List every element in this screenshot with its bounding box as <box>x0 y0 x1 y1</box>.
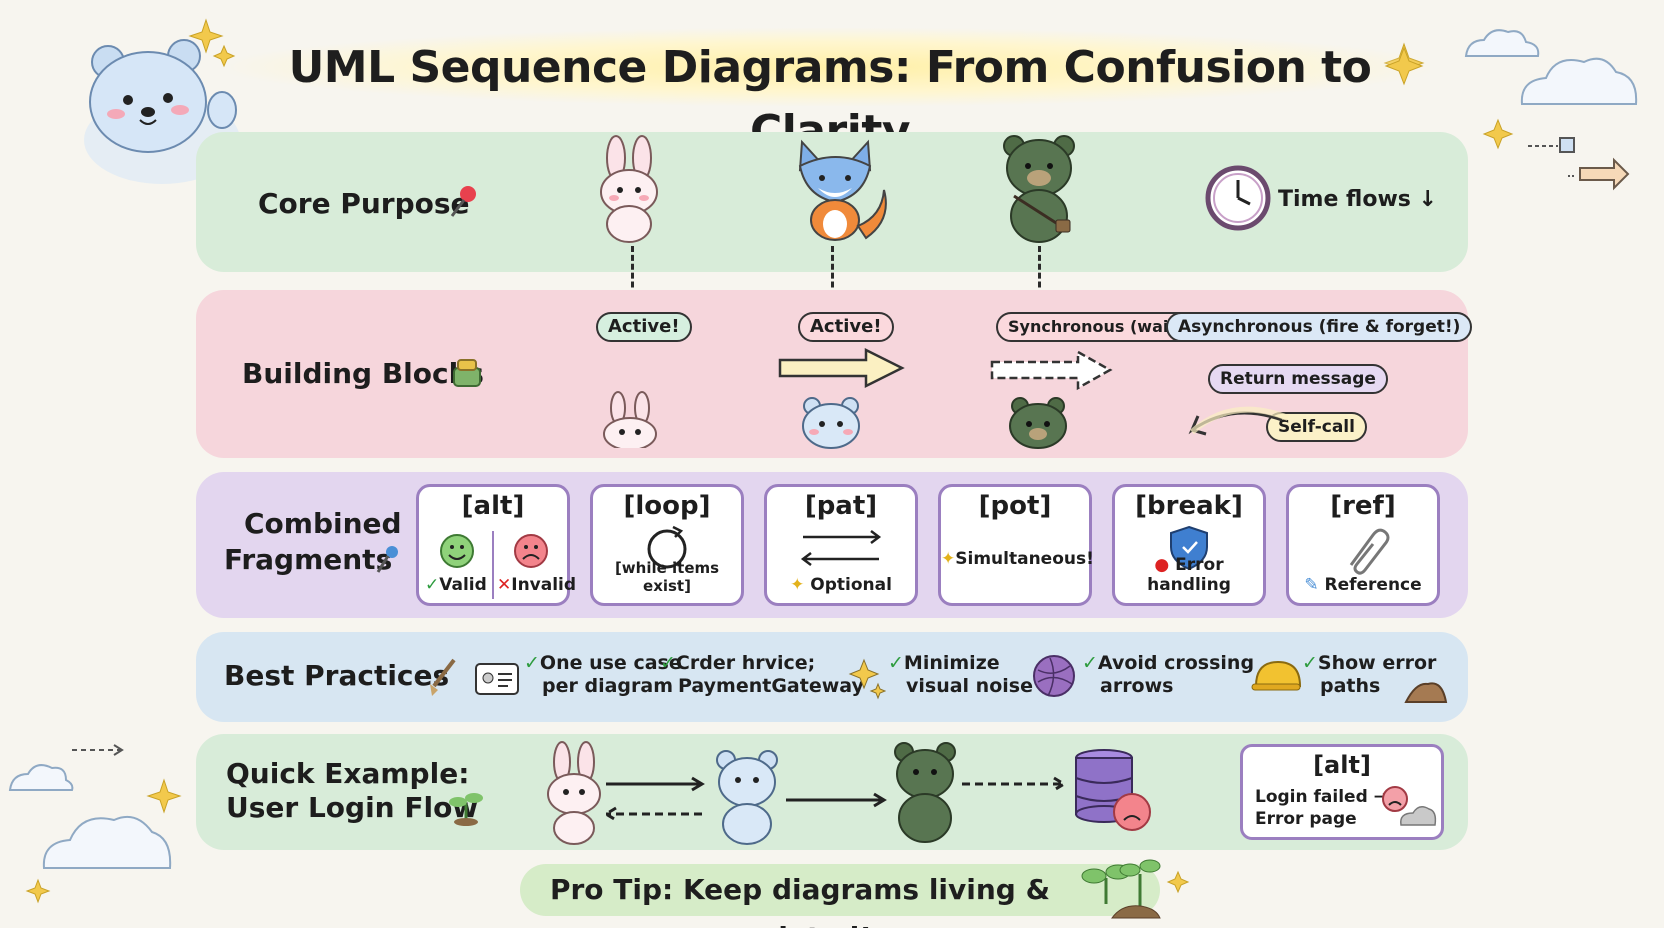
clock-icon <box>1205 165 1271 231</box>
fragment-pot-sub: Simultaneous! <box>955 549 1094 569</box>
combined-fragments-label-1: Combined <box>244 507 402 540</box>
fragment-alt-valid: Valid <box>439 575 487 595</box>
sparkle-icon <box>1384 46 1424 86</box>
bear-character <box>1003 135 1075 243</box>
fragment-ref-sub: Reference <box>1324 575 1422 595</box>
alt-login-failed-box: [alt] Login failed → Error page <box>1240 744 1444 840</box>
message-arrows <box>778 347 1290 436</box>
fragment-pat-sub: Optional <box>810 575 892 595</box>
practice-item-3: ✓Minimize visual noise <box>888 652 1033 697</box>
paperclip-icon <box>1349 528 1390 575</box>
fragment-break: [break] ● Error handling <box>1112 484 1266 606</box>
fragment-loop-sub: [while items exist] <box>614 559 720 595</box>
user-rabbit <box>547 741 601 845</box>
shield-icon <box>1170 525 1208 571</box>
blue-bear-head <box>802 397 860 449</box>
parallel-arrows-icon <box>800 530 882 566</box>
cloud-icon <box>1464 29 1638 105</box>
rabbit-head <box>603 391 657 448</box>
practice-item-1: ✓One use case per diagram <box>524 652 682 697</box>
building-blocks-label: Building Blocks <box>242 357 484 390</box>
fox-character <box>798 139 887 241</box>
quick-example-label-1: Quick Example: <box>226 757 470 790</box>
alt-box-line2: Error page <box>1255 809 1357 829</box>
sparkle-icon: ✦ <box>941 549 956 569</box>
pro-tip-banner <box>520 864 1160 916</box>
check-icon: ✓ <box>1082 652 1098 674</box>
active-badge-1: Active! <box>596 312 692 342</box>
alt-box-title: [alt] <box>1313 751 1371 779</box>
yarn-ball-icon <box>1033 655 1075 697</box>
check-icon: ✓ <box>425 575 440 595</box>
dirt-pile-icon <box>1404 682 1448 703</box>
login-flow-diagram <box>547 741 1151 845</box>
blocks-icon <box>453 359 481 387</box>
self-call-label: Self-call <box>1266 412 1367 442</box>
best-practices-label: Best Practices <box>224 659 450 692</box>
sparkle-icon: ✦ <box>790 575 805 595</box>
check-icon: ✓ <box>660 652 676 674</box>
quick-example-label-2: User Login Flow <box>226 791 479 824</box>
warning-icon: ● <box>1154 555 1170 575</box>
fragment-loop-title: [loop] <box>623 491 711 521</box>
pro-tip-text: Pro Tip: Keep diagrams living & updated! <box>549 873 1051 928</box>
practice-item-5: ✓Show error paths <box>1302 652 1437 697</box>
practice-item-4: ✓Avoid crossing arrows <box>1082 652 1255 697</box>
sprout-pot-icon <box>1081 859 1161 919</box>
fragment-pat: [pat] ✦ Optional <box>764 484 918 606</box>
dashed-arrow-icon <box>72 137 1575 756</box>
pencil-icon: ✎ <box>1304 575 1319 595</box>
combined-fragments-label-2: Fragments <box>224 543 393 576</box>
brush-icon <box>430 658 456 696</box>
check-icon: ✓ <box>888 652 904 674</box>
fragment-alt-title: [alt] <box>461 491 525 521</box>
pin-icon <box>450 186 476 217</box>
cross-icon: ✕ <box>497 575 512 595</box>
async-message-label: Asynchronous (fire & forget!) <box>1166 312 1473 342</box>
fragment-break-title: [break] <box>1135 491 1243 521</box>
active-badge-2: Active! <box>798 312 894 342</box>
fragment-ref-title: [ref] <box>1330 491 1396 521</box>
sparkles-icon <box>848 658 886 700</box>
core-purpose-label: Core Purpose <box>258 187 470 220</box>
title-glow <box>230 28 1430 106</box>
alt-box-line1: Login failed → <box>1255 787 1388 807</box>
arrow-icon <box>1579 157 1630 191</box>
practice-item-2: ✓Crder hrvice; PaymentGateway <box>660 652 864 697</box>
hard-hat-icon <box>1251 660 1302 691</box>
loop-icon <box>647 525 687 569</box>
pin-icon <box>376 546 398 573</box>
fragment-pat-title: [pat] <box>804 491 878 521</box>
time-flows-label: Time flows ↓ <box>1278 187 1437 212</box>
id-card-icon <box>475 663 519 695</box>
check-icon: ✓ <box>524 652 540 674</box>
page-title: UML Sequence Diagrams: From Confusion to… <box>288 42 1372 157</box>
database-icon <box>1075 749 1151 831</box>
fragment-pot: [pot] ✦Simultaneous! <box>938 484 1094 606</box>
fragment-loop: [loop] [while items exist] <box>590 484 744 606</box>
return-message-label: Return message <box>1208 364 1388 394</box>
alt-faces <box>440 531 548 599</box>
fragment-pot-title: [pot] <box>978 491 1052 521</box>
fragment-alt-invalid: Invalid <box>511 575 577 595</box>
fragment-break-sub: Error handling <box>1147 555 1231 595</box>
green-bear-head <box>1009 397 1067 449</box>
sad-face-cloud-icon <box>1382 786 1437 826</box>
fragment-alt: [alt] ✓Valid ✕Invalid <box>416 484 576 606</box>
blue-bear <box>716 750 778 845</box>
rabbit-character <box>600 135 658 243</box>
check-icon: ✓ <box>1302 652 1318 674</box>
cloud-icon <box>8 764 172 869</box>
green-bear <box>894 742 956 843</box>
fragment-ref: [ref] ✎ Reference <box>1286 484 1440 606</box>
sprout-icon <box>449 793 483 826</box>
